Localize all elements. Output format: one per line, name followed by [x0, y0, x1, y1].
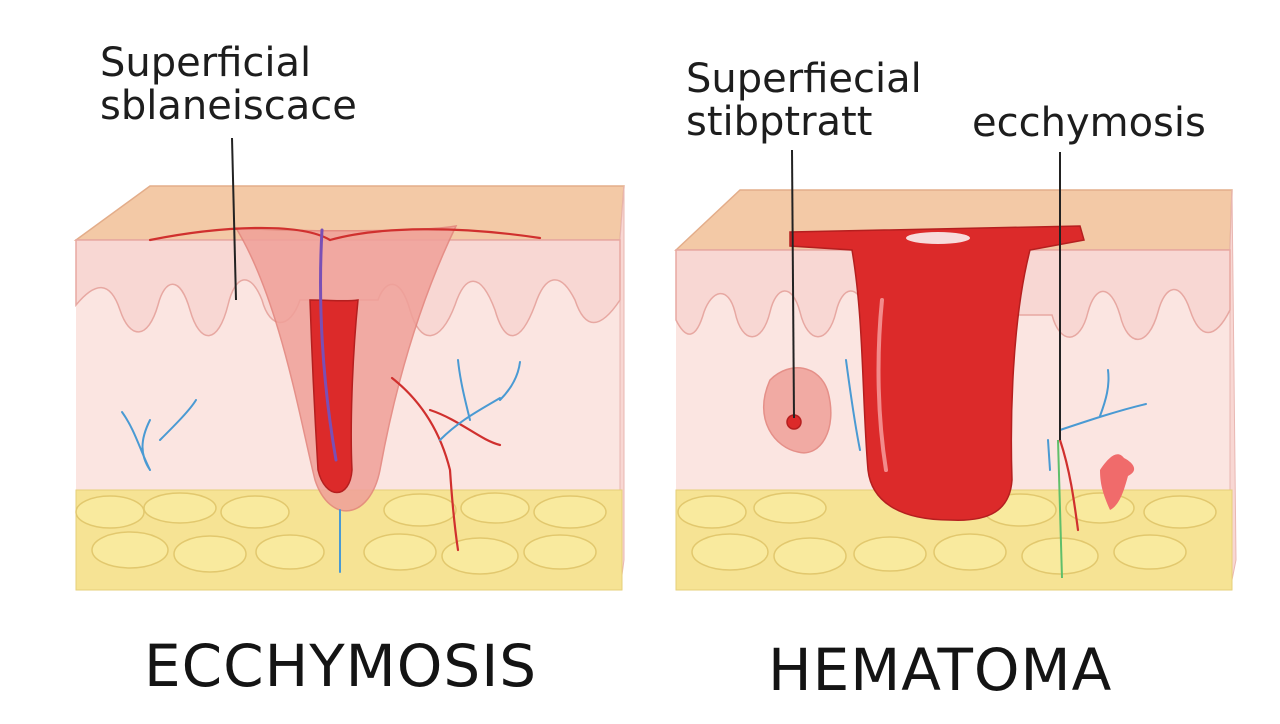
hematoma-pool-sheen: [876, 298, 888, 472]
ecchymosis-vein-right: [439, 359, 521, 441]
label-superficial-left: Superficial sblaneiscace: [100, 40, 357, 130]
hematoma-extravasation-spot: [1100, 454, 1135, 510]
caption-hematoma: HEMATOMA: [768, 636, 1113, 704]
ecchymosis-fat-cells: [75, 492, 607, 575]
ecchymosis-side-face: [619, 185, 625, 591]
leader-line-superficial-right: [791, 149, 795, 419]
hematoma-vein-left: [845, 359, 861, 451]
leader-line-superficial-left: [231, 137, 237, 301]
leader-lines: [231, 137, 1061, 440]
ecchymosis-vein-left: [121, 399, 197, 471]
label-superficial-right: Superfiecial stibptratt: [686, 56, 922, 146]
caption-ecchymosis: ECCHYMOSIS: [144, 632, 538, 700]
ecchymosis-nerve: [319, 228, 338, 462]
hematoma-surface-highlight: [906, 232, 970, 244]
hematoma-deep-vessel: [1057, 439, 1063, 579]
label-ecchymosis-right-line1: ecchymosis: [972, 100, 1206, 146]
ecchymosis-blood-core: [309, 299, 359, 494]
label-superficial-right-line2: stibptratt: [686, 99, 873, 146]
hematoma-vein-right: [1047, 369, 1147, 471]
label-superficial-left-line2: sblaneiscace: [100, 83, 357, 130]
hematoma-fat-cells: [677, 492, 1217, 575]
hematoma-blood-pool: [789, 225, 1085, 521]
hematoma-artery-right: [1058, 438, 1080, 532]
ecchymosis-artery-deep: [390, 376, 502, 552]
hematoma-skin-block: [674, 189, 1237, 591]
ecchymosis-surface-artery: [148, 226, 542, 242]
label-ecchymosis-right: ecchymosis: [972, 100, 1206, 146]
ecchymosis-skin-block: [73, 185, 625, 591]
label-superficial-left-line1: Superficial: [100, 40, 312, 86]
hematoma-small-bruise: [763, 367, 832, 454]
label-superficial-right-line1: Superfiecial: [686, 56, 922, 102]
